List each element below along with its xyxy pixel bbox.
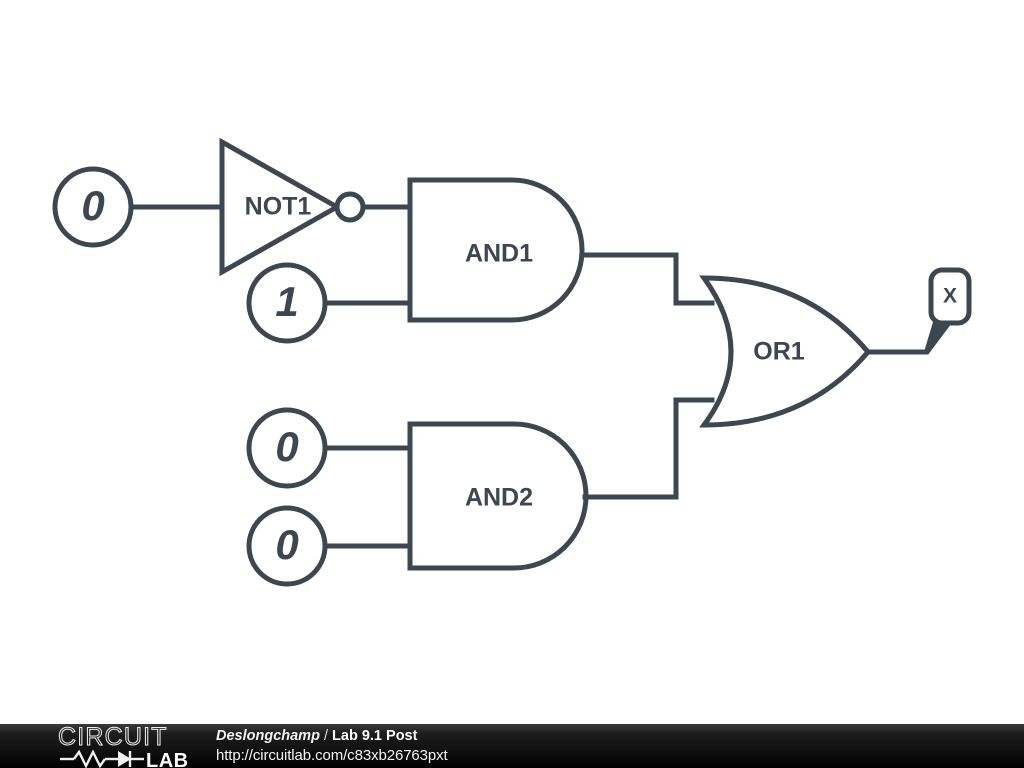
input-node-c[interactable]: 0 — [246, 407, 328, 489]
probe-label-x: X — [943, 285, 957, 308]
footer-credit-line: Deslongchamp / Lab 9.1 Post — [216, 727, 448, 746]
input-a-circle — [52, 166, 134, 248]
gate-and1[interactable]: AND1 — [407, 177, 585, 323]
and1-label: AND1 — [465, 240, 533, 268]
and2-label: AND2 — [465, 484, 533, 512]
footer-separator: / — [323, 728, 328, 744]
output-probe-x[interactable]: X — [924, 267, 972, 352]
not1-triangle — [219, 137, 343, 277]
probe-box — [928, 267, 972, 326]
footer-text-block: Deslongchamp / Lab 9.1 Post http://circu… — [216, 727, 448, 765]
circuitlab-logo[interactable]: CIRCUIT LAB — [58, 726, 198, 768]
circuit-schematic[interactable]: NOT1 AND1 AND2 OR1 0 1 0 — [0, 0, 1024, 724]
logo-lab-text: LAB — [146, 750, 189, 768]
not1-label: NOT1 — [245, 193, 312, 221]
input-node-d[interactable]: 0 — [246, 505, 328, 587]
input-b-circle — [246, 262, 328, 344]
gate-not1[interactable]: NOT1 — [219, 137, 366, 277]
footer-bar: CIRCUIT LAB Deslongchamp / Lab 9.1 Post … — [0, 724, 1024, 768]
input-b-value: 1 — [275, 278, 298, 325]
wire-and2-to-or1 — [582, 397, 715, 500]
logo-circuit-text: CIRCUIT — [58, 726, 168, 751]
not1-inversion-bubble — [334, 191, 366, 223]
logo-diode-icon — [118, 751, 131, 767]
gate-and2[interactable]: AND2 — [407, 421, 589, 571]
schematic-canvas[interactable]: NOT1 AND1 AND2 OR1 0 1 0 — [0, 0, 1024, 724]
or1-body — [699, 275, 872, 428]
wire-and1-to-or1 — [582, 252, 715, 306]
input-c-value: 0 — [275, 423, 298, 470]
input-c-circle — [246, 407, 328, 489]
logo-circuit-symbol — [60, 749, 144, 768]
footer-url[interactable]: http://circuitlab.com/c83xb26763pxt — [216, 747, 448, 764]
input-a-value: 0 — [81, 182, 104, 229]
footer-title: Lab 9.1 Post — [332, 728, 418, 744]
and2-body — [407, 421, 589, 571]
or1-label: OR1 — [753, 338, 805, 366]
input-d-value: 0 — [275, 521, 298, 568]
gate-or1[interactable]: OR1 — [699, 275, 872, 428]
input-d-circle — [246, 505, 328, 587]
footer-author: Deslongchamp — [216, 728, 320, 744]
and1-body — [407, 177, 585, 323]
input-node-b[interactable]: 1 — [246, 262, 328, 344]
input-node-a[interactable]: 0 — [52, 166, 134, 248]
